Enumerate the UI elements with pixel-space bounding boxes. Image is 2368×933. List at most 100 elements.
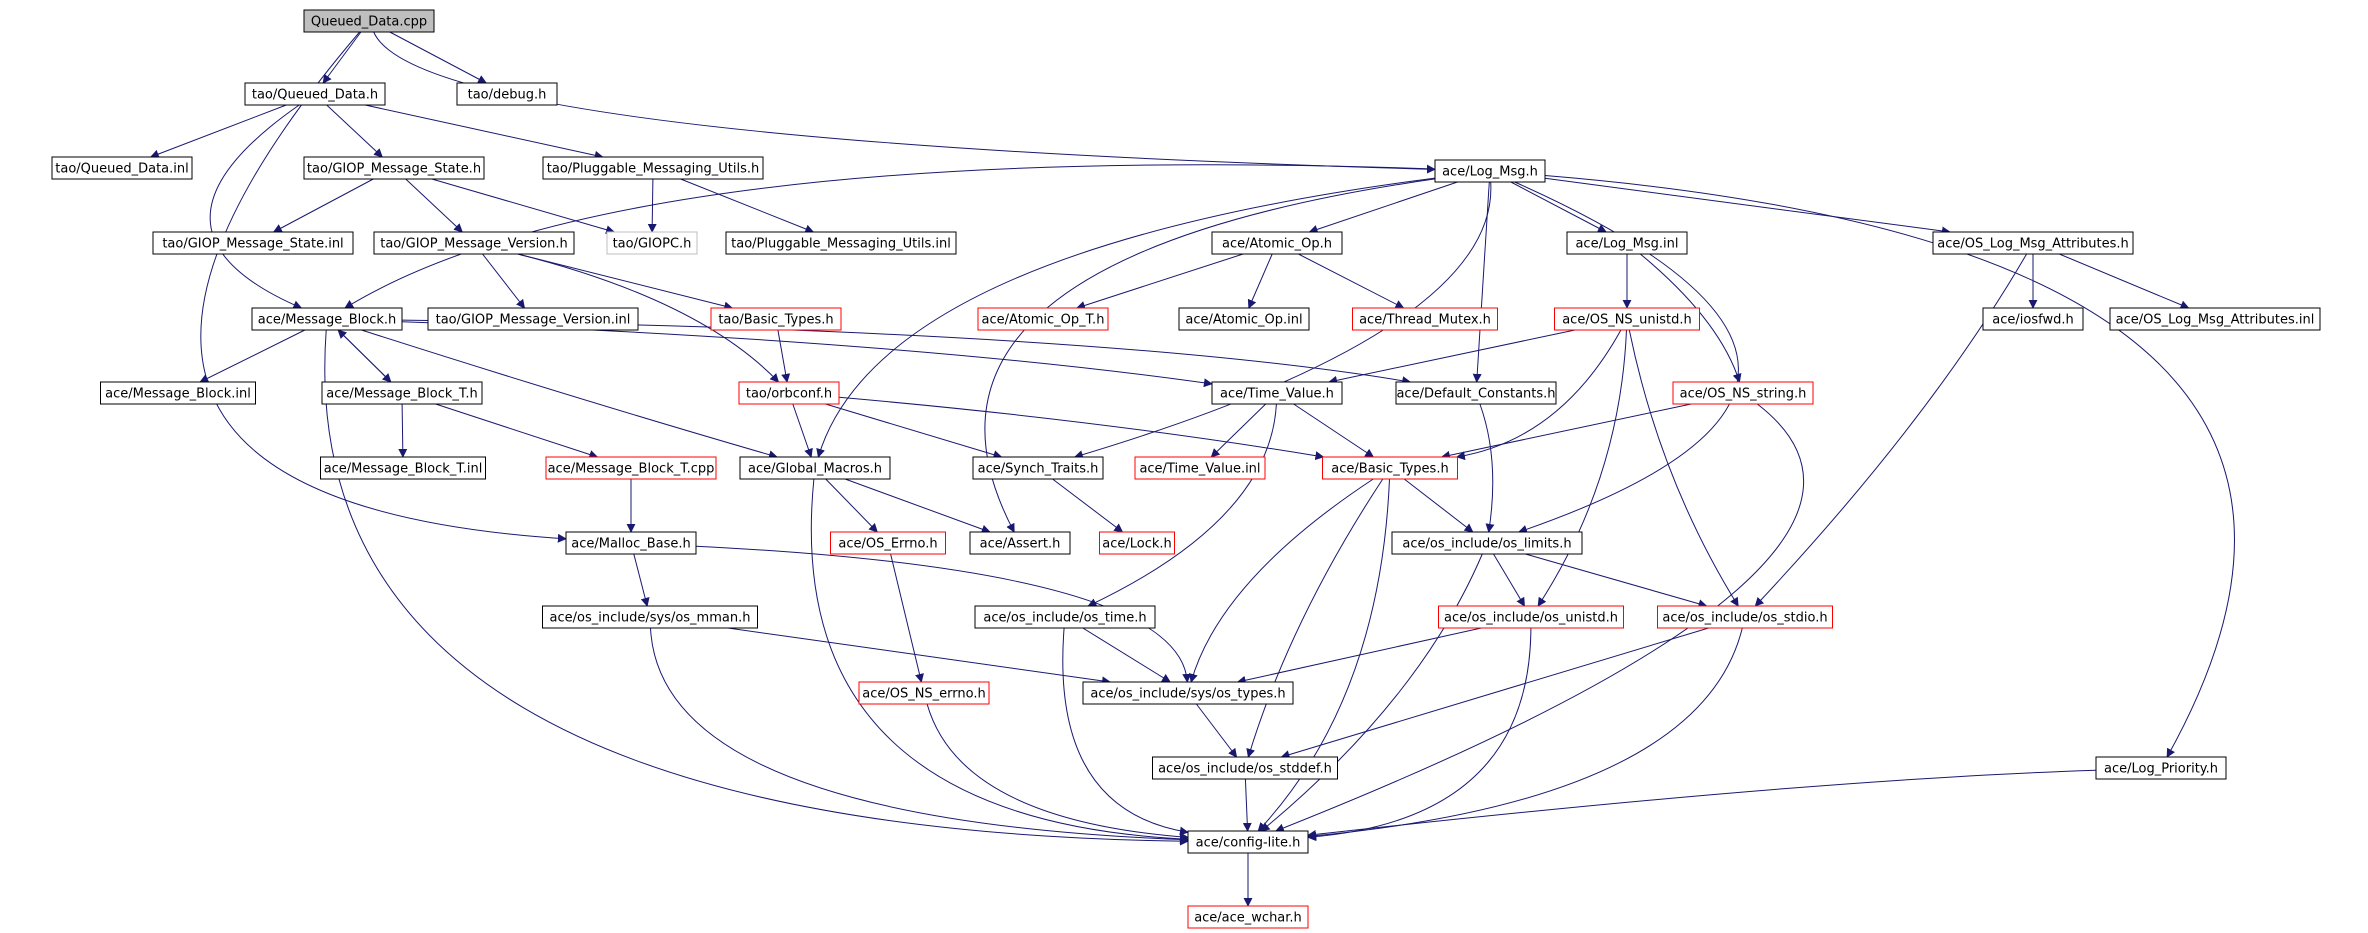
node-ace-message-block-t-h[interactable]: ace/Message_Block_T.h bbox=[321, 381, 483, 405]
edge-ace_time_value_h-to-ace_basic_types_h bbox=[1293, 403, 1375, 458]
edge-ace_log_priority_h-to-ace_config_lite_h bbox=[1307, 769, 2097, 839]
node-ace-log-msg-inl[interactable]: ace/Log_Msg.inl bbox=[1566, 231, 1688, 255]
edge-ace_os_ns_unistd_h-to-ace_os_include_os_unistd_h bbox=[1537, 329, 1627, 607]
node-ace-os-include-os-limits-h[interactable]: ace/os_include/os_limits.h bbox=[1391, 531, 1583, 555]
edge-ace_message_block_t_h-to-ace_message_block_h bbox=[337, 329, 392, 383]
node-ace-os-include-os-time-h[interactable]: ace/os_include/os_time.h bbox=[974, 605, 1156, 629]
node-ace-atomic-op-t-h[interactable]: ace/Atomic_Op_T.h bbox=[977, 307, 1109, 331]
node-ace-message-block-h[interactable]: ace/Message_Block.h bbox=[251, 307, 403, 331]
edge-ace_message_block_t_h-to-ace_message_block_t_inl bbox=[398, 403, 408, 458]
node-label: ace/Message_Block_T.inl bbox=[324, 462, 483, 477]
node-ace-iosfwd-h[interactable]: ace/iosfwd.h bbox=[1982, 307, 2084, 331]
node-ace-basic-types-h[interactable]: ace/Basic_Types.h bbox=[1322, 456, 1458, 480]
edge-ace_log_msg_h-to-ace_log_priority_h bbox=[1544, 175, 2235, 758]
node-ace-lock-h[interactable]: ace/Lock.h bbox=[1099, 531, 1175, 555]
edge-ace_os_errno_h-to-ace_os_ns_errno_h bbox=[890, 553, 924, 683]
node-label: ace/Message_Block_T.cpp bbox=[548, 462, 715, 477]
node-ace-os-log-msg-attributes-h[interactable]: ace/OS_Log_Msg_Attributes.h bbox=[1932, 231, 2134, 255]
node-box bbox=[2095, 756, 2227, 780]
edge-ace_log_msg_h-to-ace_atomic_op_h bbox=[1308, 181, 1458, 234]
node-ace-message-block-t-cpp[interactable]: ace/Message_Block_T.cpp bbox=[545, 456, 717, 480]
edge-ace_atomic_op_h-to-ace_atomic_op_inl bbox=[1247, 253, 1273, 309]
node-tao-giopc-h[interactable]: tao/GIOPC.h bbox=[606, 231, 698, 255]
node-tao-queued-data-h[interactable]: tao/Queued_Data.h bbox=[244, 82, 386, 106]
node-label: tao/GIOP_Message_Version.inl bbox=[436, 313, 631, 328]
node-box bbox=[830, 531, 946, 555]
edge-tao_giop_message_version_h-to-tao_basic_types_h bbox=[517, 253, 734, 311]
node-ace-ace-wchar-h[interactable]: ace/ace_wchar.h bbox=[1187, 905, 1309, 929]
node-label: tao/Pluggable_Messaging_Utils.h bbox=[547, 162, 759, 177]
edge-ace_os_include_os_stdio_h-to-ace_os_include_os_stddef_h bbox=[1280, 627, 1709, 759]
node-box bbox=[244, 82, 386, 106]
node-ace-os-include-os-stdio-h[interactable]: ace/os_include/os_stdio.h bbox=[1657, 605, 1833, 629]
node-box bbox=[542, 605, 758, 629]
node-tao-queued-data-inl[interactable]: tao/Queued_Data.inl bbox=[51, 156, 193, 180]
edge-ace_log_msg_h-to-ace_default_constants_h bbox=[1472, 181, 1490, 383]
node-label: ace/os_include/os_stddef.h bbox=[1158, 762, 1332, 777]
edge-ace_os_include_os_limits_h-to-ace_config_lite_h bbox=[1260, 553, 1483, 832]
node-ace-os-include-sys-os-mman-h[interactable]: ace/os_include/sys/os_mman.h bbox=[542, 605, 758, 629]
node-tao-giop-message-state-inl[interactable]: tao/GIOP_Message_State.inl bbox=[152, 231, 354, 255]
node-ace-os-include-os-stddef-h[interactable]: ace/os_include/os_stddef.h bbox=[1152, 756, 1338, 780]
node-label: ace/OS_NS_unistd.h bbox=[1562, 313, 1692, 328]
node-label: tao/Pluggable_Messaging_Utils.inl bbox=[731, 237, 951, 252]
node-label: ace/OS_Log_Msg_Attributes.inl bbox=[2116, 313, 2315, 328]
edge-ace_global_macros_h-to-ace_config_lite_h bbox=[810, 478, 1189, 844]
node-ace-atomic-op-h[interactable]: ace/Atomic_Op.h bbox=[1211, 231, 1343, 255]
node-ace-os-ns-string-h[interactable]: ace/OS_NS_string.h bbox=[1672, 381, 1814, 405]
node-tao-giop-message-version-h[interactable]: tao/GIOP_Message_Version.h bbox=[373, 231, 575, 255]
edge-ace_log_msg_inl-to-ace_os_ns_string_h bbox=[1639, 253, 1742, 383]
node-ace-assert-h[interactable]: ace/Assert.h bbox=[969, 531, 1071, 555]
node-ace-global-macros-h[interactable]: ace/Global_Macros.h bbox=[739, 456, 891, 480]
node-label: ace/Time_Value.inl bbox=[1139, 462, 1260, 477]
node-box bbox=[1352, 307, 1498, 331]
node-ace-default-constants-h[interactable]: ace/Default_Constants.h bbox=[1395, 381, 1557, 405]
node-ace-malloc-base-h[interactable]: ace/Malloc_Base.h bbox=[565, 531, 697, 555]
node-tao-basic-types-h[interactable]: tao/Basic_Types.h bbox=[710, 307, 842, 331]
node-ace-thread-mutex-h[interactable]: ace/Thread_Mutex.h bbox=[1352, 307, 1498, 331]
edge-root-to-tao_debug_h bbox=[389, 31, 487, 84]
node-tao-pluggable-messaging-utils-h[interactable]: tao/Pluggable_Messaging_Utils.h bbox=[542, 156, 764, 180]
node-root[interactable]: Queued_Data.cpp bbox=[303, 9, 435, 33]
node-label: ace/os_include/os_stdio.h bbox=[1662, 611, 1827, 626]
node-label: ace/Log_Msg.inl bbox=[1575, 237, 1678, 252]
node-ace-message-block-inl[interactable]: ace/Message_Block.inl bbox=[100, 381, 256, 405]
node-ace-atomic-op-inl[interactable]: ace/Atomic_Op.inl bbox=[1178, 307, 1310, 331]
edge-tao_giop_message_state_h-to-tao_giopc_h bbox=[431, 178, 616, 235]
node-ace-log-priority-h[interactable]: ace/Log_Priority.h bbox=[2095, 756, 2227, 780]
node-tao-giop-message-state-h[interactable]: tao/GIOP_Message_State.h bbox=[303, 156, 485, 180]
node-ace-time-value-inl[interactable]: ace/Time_Value.inl bbox=[1134, 456, 1266, 480]
edge-ace_os_log_msg_attributes_h-to-ace_os_log_msg_attributes_inl bbox=[2059, 253, 2190, 310]
node-label: tao/GIOP_Message_Version.h bbox=[380, 237, 568, 252]
edge-tao_orbconf_h-to-ace_global_macros_h bbox=[792, 403, 813, 458]
node-ace-time-value-h[interactable]: ace/Time_Value.h bbox=[1211, 381, 1343, 405]
node-box bbox=[320, 456, 486, 480]
node-ace-os-ns-errno-h[interactable]: ace/OS_NS_errno.h bbox=[858, 681, 990, 705]
node-box bbox=[1099, 531, 1175, 555]
edge-ace_default_constants_h-to-ace_os_include_os_limits_h bbox=[1479, 403, 1495, 533]
node-label: ace/Basic_Types.h bbox=[1331, 462, 1448, 477]
node-box bbox=[1672, 381, 1814, 405]
node-tao-debug-h[interactable]: tao/debug.h bbox=[456, 82, 558, 106]
node-ace-message-block-t-inl[interactable]: ace/Message_Block_T.inl bbox=[320, 456, 486, 480]
node-label: ace/Default_Constants.h bbox=[1396, 387, 1555, 402]
node-ace-os-ns-unistd-h[interactable]: ace/OS_NS_unistd.h bbox=[1554, 307, 1700, 331]
node-ace-os-errno-h[interactable]: ace/OS_Errno.h bbox=[830, 531, 946, 555]
node-box bbox=[1134, 456, 1266, 480]
node-tao-giop-message-version-inl[interactable]: tao/GIOP_Message_Version.inl bbox=[427, 307, 639, 331]
edge-ace_os_include_os_stddef_h-to-ace_config_lite_h bbox=[1242, 778, 1252, 832]
edge-ace_log_msg_h-to-ace_global_macros_h bbox=[816, 177, 1436, 458]
node-tao-orbconf-h[interactable]: tao/orbconf.h bbox=[738, 381, 840, 405]
node-ace-config-lite-h[interactable]: ace/config-lite.h bbox=[1187, 830, 1309, 854]
node-box bbox=[1438, 605, 1624, 629]
node-ace-os-log-msg-attributes-inl[interactable]: ace/OS_Log_Msg_Attributes.inl bbox=[2109, 307, 2321, 331]
edge-ace_os_include_os_limits_h-to-ace_os_include_os_stdio_h bbox=[1525, 553, 1708, 609]
node-ace-os-include-os-unistd-h[interactable]: ace/os_include/os_unistd.h bbox=[1438, 605, 1624, 629]
edge-ace_malloc_base_h-to-ace_os_include_sys_os_types_h bbox=[695, 545, 1192, 683]
node-tao-pluggable-messaging-utils-inl[interactable]: tao/Pluggable_Messaging_Utils.inl bbox=[725, 231, 957, 255]
node-ace-log-msg-h[interactable]: ace/Log_Msg.h bbox=[1434, 159, 1546, 183]
node-ace-synch-traits-h[interactable]: ace/Synch_Traits.h bbox=[972, 456, 1104, 480]
node-box bbox=[1554, 307, 1700, 331]
edge-ace_global_macros_h-to-ace_os_errno_h bbox=[825, 478, 878, 533]
node-ace-os-include-sys-os-types-h[interactable]: ace/os_include/sys/os_types.h bbox=[1082, 681, 1294, 705]
